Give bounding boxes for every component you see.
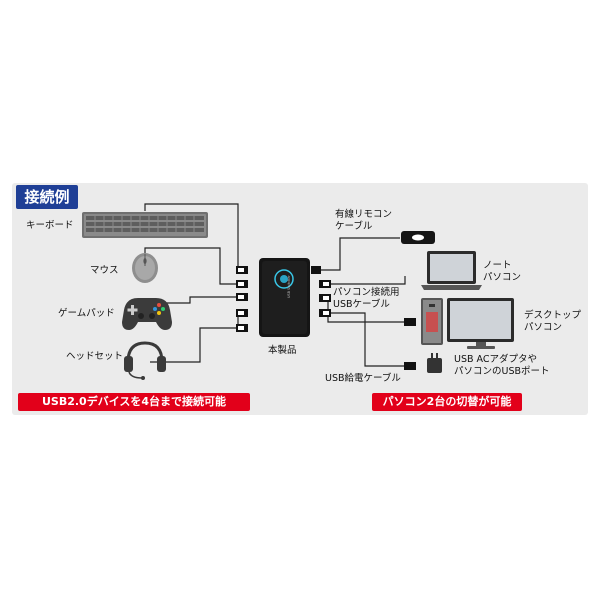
power-cable-label: USB給電ケーブル: [325, 373, 401, 384]
notebook-label: ノート パソコン: [483, 260, 521, 284]
pc-cable-label-line1: パソコン接続用: [333, 287, 400, 298]
diagram-title: 接続例: [16, 185, 78, 209]
adapter-label-line1: USB ACアダプタや: [454, 354, 537, 365]
headset-icon: [124, 341, 166, 380]
left-banner: USB2.0デバイスを4台まで接続可能: [18, 393, 250, 411]
left-usb-plugs: [236, 266, 248, 332]
pc-cable-label-line2: USBケーブル: [333, 299, 390, 310]
remote-control-icon: [401, 231, 435, 244]
notebook-label-line1: ノート: [483, 260, 512, 271]
adapter-label: USB ACアダプタや パソコンのUSBポート: [454, 354, 550, 378]
product-label: 本製品: [268, 345, 297, 356]
mouse-icon: [132, 253, 158, 283]
headset-label: ヘッドセット: [66, 351, 124, 362]
svg-text:USB Switcher: USB Switcher: [287, 275, 291, 298]
desktop-tower-icon: [421, 298, 443, 345]
mouse-label: マウス: [90, 265, 119, 276]
notebook-pc-icon: [421, 251, 482, 290]
pc-cable-label: パソコン接続用 USBケーブル: [333, 287, 400, 311]
adapter-label-line2: パソコンのUSBポート: [454, 366, 550, 377]
product-device: USB Switcher: [259, 258, 310, 337]
desktop-label-line1: デスクトップ: [524, 310, 582, 321]
keyboard-icon: [82, 212, 208, 238]
right-usb-plugs: [311, 266, 416, 370]
right-banner: パソコン2台の切替が可能: [372, 393, 522, 411]
notebook-label-line2: パソコン: [483, 272, 522, 283]
gamepad-icon: [122, 298, 172, 330]
ac-adapter-icon: [427, 353, 442, 373]
desktop-label: デスクトップ パソコン: [524, 310, 581, 334]
remote-cable-label-line2: ケーブル: [335, 221, 373, 232]
remote-cable-label: 有線リモコン ケーブル: [335, 209, 392, 233]
keyboard-label: キーボード: [26, 220, 74, 231]
desktop-label-line2: パソコン: [524, 322, 563, 333]
monitor-icon: [447, 298, 514, 349]
gamepad-label: ゲームパッド: [58, 308, 115, 319]
remote-cable-label-line1: 有線リモコン: [335, 209, 393, 220]
